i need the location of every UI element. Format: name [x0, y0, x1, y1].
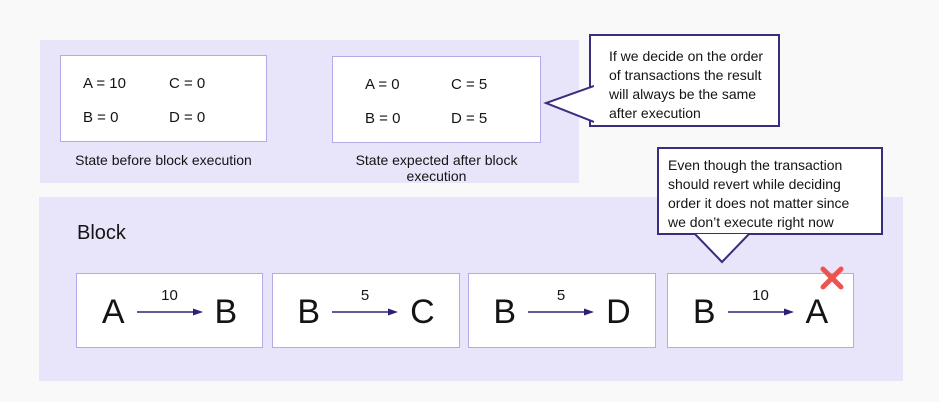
transaction-box-3: B 5 D [468, 273, 656, 348]
callout-text-line: order it does not matter since [668, 195, 850, 211]
callout-order-result: If we decide on the order of transaction… [589, 34, 780, 127]
callout-text-line: will always be the same [609, 86, 757, 102]
state-value: A = 0 [365, 76, 400, 93]
callout-text-line: we don’t execute right now [668, 214, 834, 230]
tx-arrow-group: 5 [332, 287, 399, 318]
callout-text-line: Even though the transaction [668, 157, 843, 173]
tx-to: A [805, 292, 829, 331]
callout-text-line: of transactions the result [609, 67, 762, 83]
tx-amount: 10 [161, 287, 178, 304]
state-value: D = 0 [169, 109, 206, 126]
tx-arrow-group: 10 [136, 287, 203, 318]
callout-text-line: If we decide on the order [609, 48, 764, 64]
state-after-values: A = 0 C = 5 B = 0 D = 5 [333, 57, 540, 127]
tx-amount: 5 [360, 287, 370, 304]
tx-from: A [101, 292, 125, 331]
tx-from: B [493, 292, 517, 331]
callout-text-line: after execution [609, 105, 701, 121]
rejected-x-icon [820, 266, 844, 290]
state-value: C = 0 [169, 75, 206, 92]
tx-amount: 5 [556, 287, 566, 304]
states-panel: A = 10 C = 0 B = 0 D = 0 State before bl… [40, 40, 579, 184]
transfer-arrow-icon [528, 308, 595, 316]
state-value: B = 0 [83, 109, 119, 126]
state-before-box: A = 10 C = 0 B = 0 D = 0 [60, 55, 267, 142]
callout-text-line: should revert while deciding [668, 176, 841, 192]
state-after-box: A = 0 C = 5 B = 0 D = 5 [332, 56, 541, 143]
state-value: C = 5 [451, 76, 488, 93]
state-value: D = 5 [451, 110, 488, 127]
callout-left-pointer-icon [543, 85, 594, 123]
tx-arrow-group: 10 [727, 287, 794, 318]
tx-to: B [214, 292, 238, 331]
tx-amount: 10 [752, 287, 769, 304]
tx-from: B [692, 292, 716, 331]
state-value: A = 10 [83, 75, 126, 92]
tx-to: D [606, 292, 631, 331]
tx-arrow-group: 5 [528, 287, 595, 318]
state-value: B = 0 [365, 110, 401, 127]
state-after-caption: State expected after block execution [355, 152, 518, 184]
transaction-box-1: A 10 B [76, 273, 263, 348]
state-before-caption: State before block execution [75, 152, 252, 168]
tx-from: B [297, 292, 321, 331]
transaction-box-2: B 5 C [272, 273, 460, 348]
callout-down-pointer-icon [694, 233, 750, 264]
state-before-values: A = 10 C = 0 B = 0 D = 0 [61, 56, 266, 126]
tx-to: C [410, 292, 435, 331]
transfer-arrow-icon [332, 308, 399, 316]
block-title: Block [77, 222, 126, 244]
transfer-arrow-icon [727, 308, 794, 316]
callout-revert-note: Even though the transaction should rever… [657, 147, 883, 235]
transfer-arrow-icon [136, 308, 203, 316]
